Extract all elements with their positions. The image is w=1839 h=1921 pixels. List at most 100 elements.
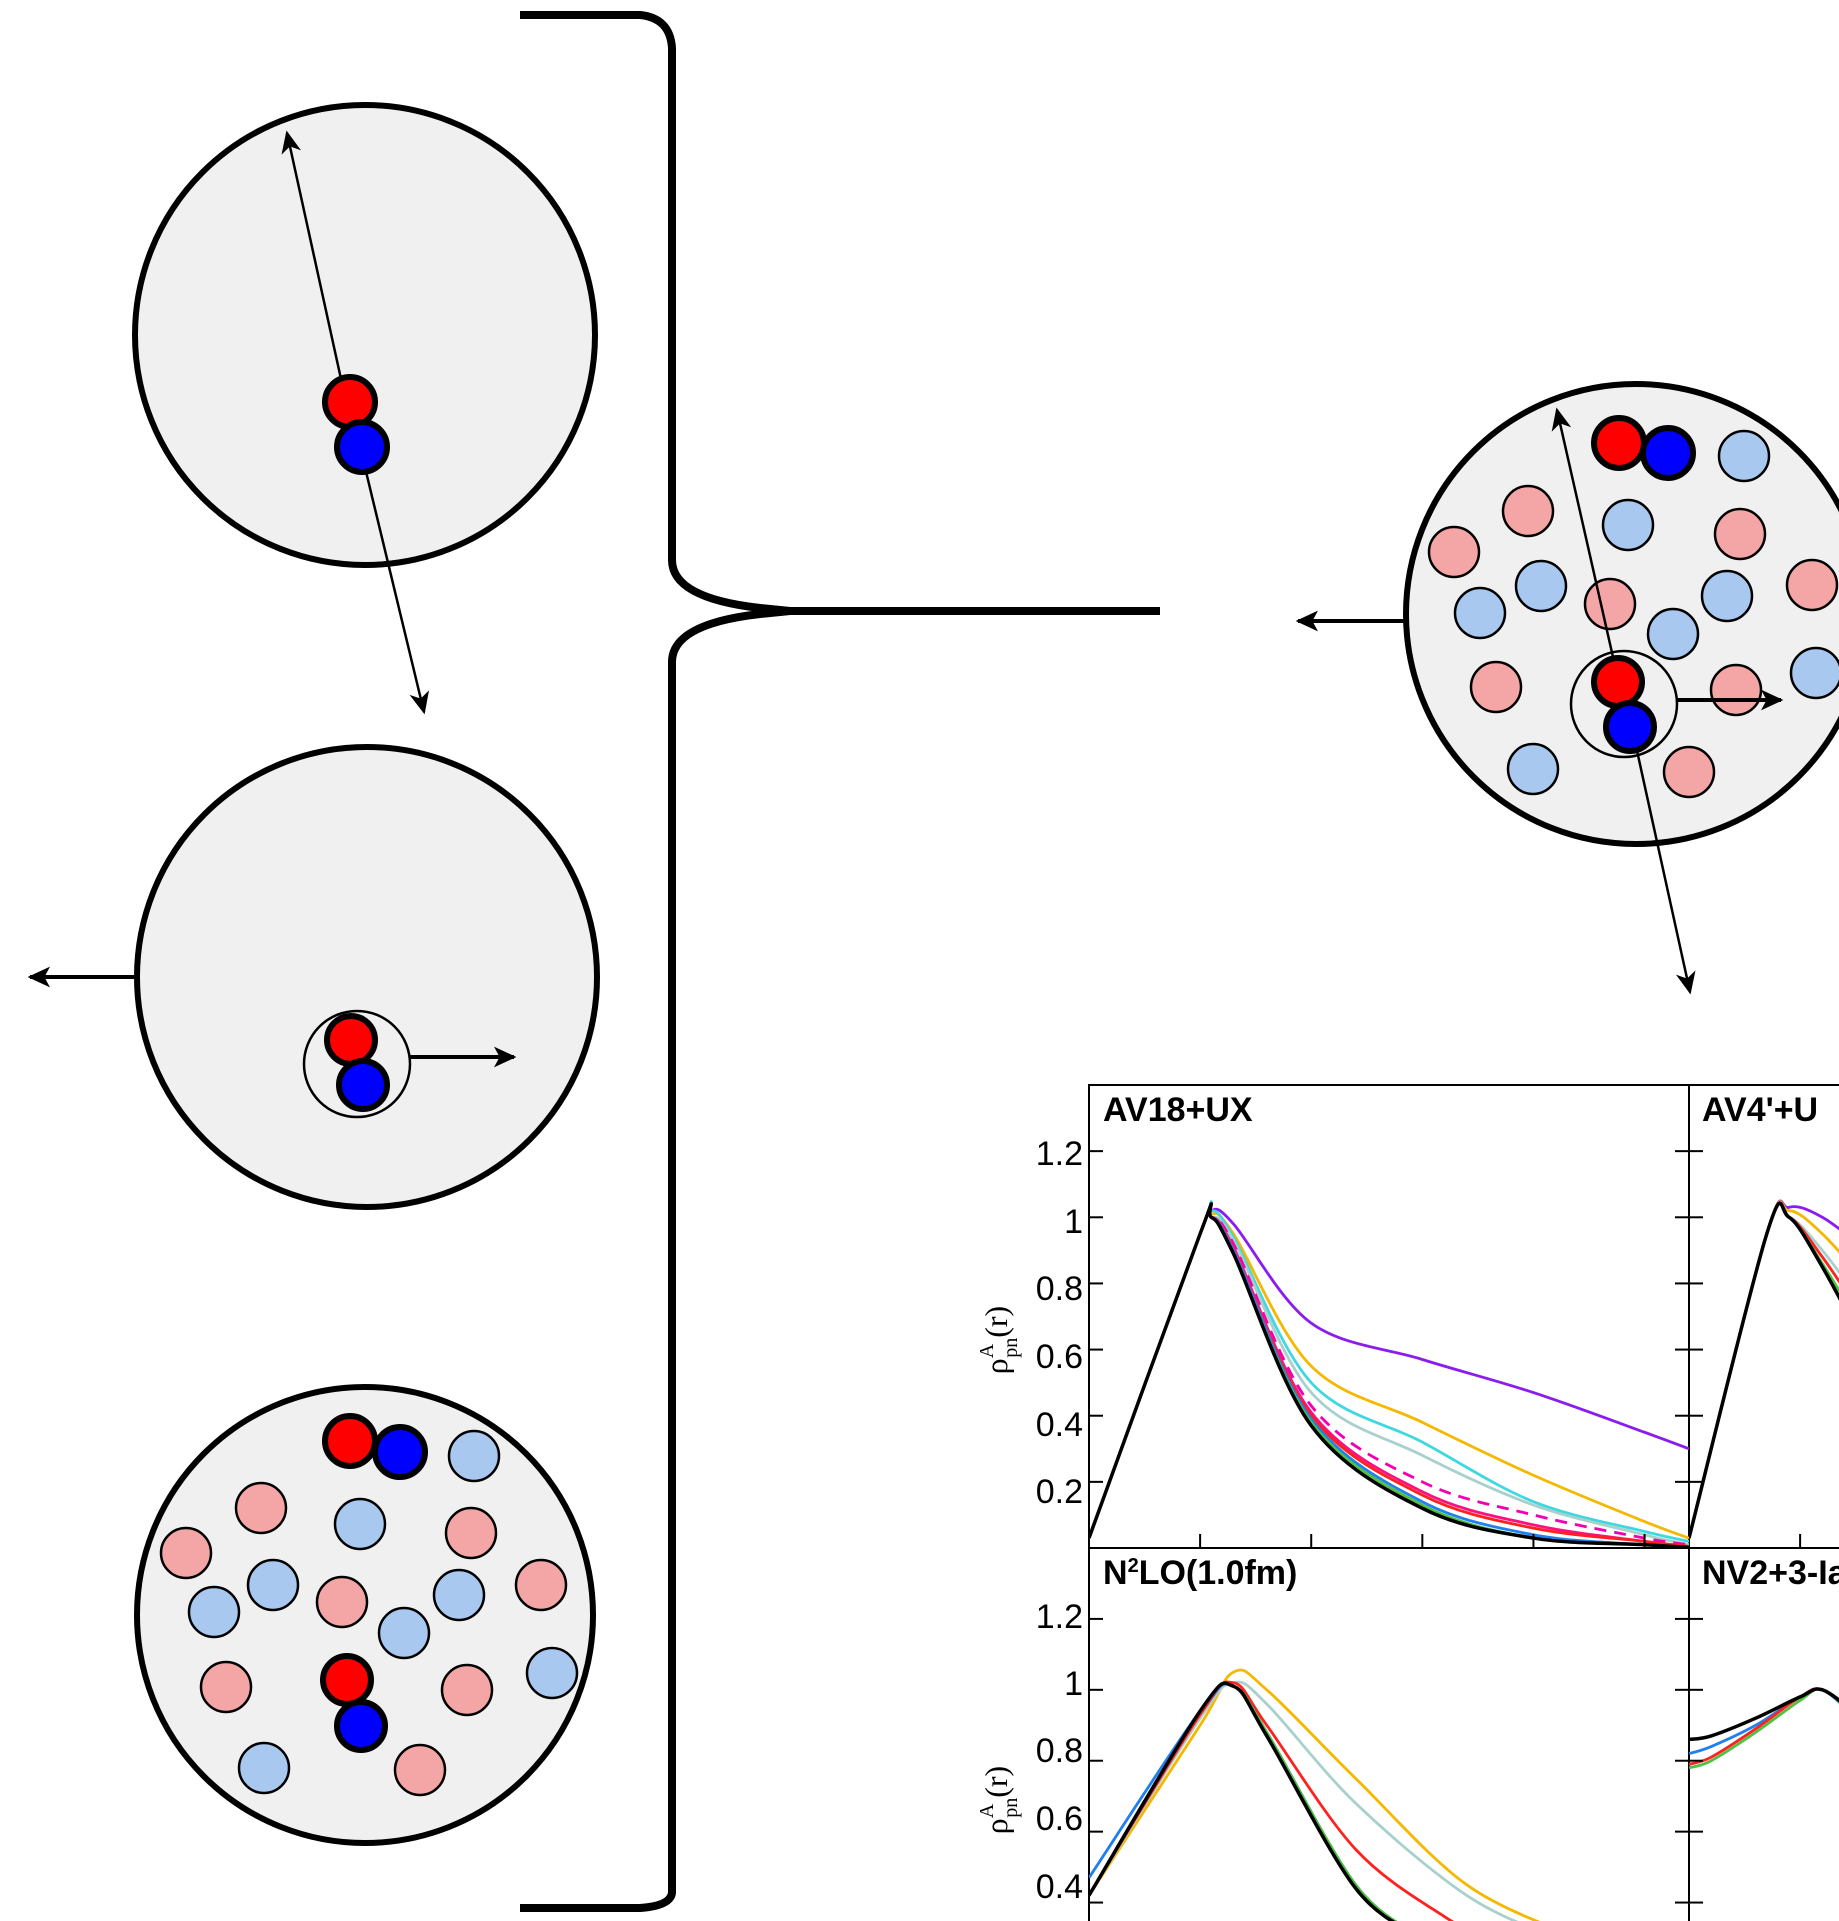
proton — [322, 374, 378, 430]
faded-proton — [1662, 745, 1716, 799]
faded-nucleons — [1427, 429, 1839, 799]
faded-proton — [199, 1660, 253, 1714]
faded-neutron — [525, 1646, 579, 1700]
faded-proton — [393, 1743, 447, 1797]
nucleus-pair-recoil — [27, 744, 600, 1210]
density-curve — [1689, 1687, 1839, 1770]
curly-brace — [520, 11, 1160, 1912]
neutron — [1603, 700, 1657, 754]
faded-neutron — [1453, 586, 1507, 640]
proton — [324, 1013, 378, 1067]
ytick-label: 0.2 — [1036, 1473, 1083, 1511]
faded-neutron — [187, 1585, 241, 1639]
density-curve — [1689, 1199, 1839, 1539]
proton — [1591, 655, 1645, 709]
faded-proton — [315, 1575, 369, 1629]
neutron — [336, 1058, 390, 1112]
faded-proton — [1713, 507, 1767, 561]
faded-neutron — [333, 1497, 387, 1551]
panel-title-n2lo: N2LO(1.0fm) — [1103, 1554, 1297, 1592]
faded-neutron — [246, 1558, 300, 1612]
panel-title-av4u: AV4'+U — [1702, 1091, 1818, 1129]
faded-proton — [514, 1558, 568, 1612]
neutron — [1640, 425, 1696, 481]
faded-neutron — [1789, 646, 1839, 700]
ytick-label: 0.4 — [1036, 1868, 1083, 1906]
density-chart-grid: AV18+UX AV4'+U N2LO(1.0fm) NV2+3-Ia 1.2 … — [976, 1084, 1839, 1921]
faded-proton — [440, 1663, 494, 1717]
faded-neutron — [377, 1606, 431, 1660]
faded-proton — [234, 1481, 288, 1535]
neutron — [334, 1699, 388, 1753]
faded-neutron — [1514, 559, 1568, 613]
density-curve — [1689, 1201, 1839, 1539]
momentum-arrow-down — [360, 454, 430, 715]
faded-neutron — [1700, 569, 1754, 623]
panel-title-nv2: NV2+3-Ia — [1702, 1554, 1839, 1592]
pair-cm-circle — [302, 1009, 412, 1119]
ytick-label: 1 — [1064, 1203, 1083, 1241]
ytick-label: 0.8 — [1036, 1270, 1083, 1308]
momentum-arrow-up — [281, 130, 352, 421]
panel-frame-av4u — [1688, 1084, 1839, 1549]
panel-curves — [1689, 1687, 1839, 1770]
density-curve — [1089, 1202, 1689, 1548]
faded-proton — [1785, 558, 1839, 612]
faded-nucleons — [159, 1429, 579, 1797]
faded-neutron — [237, 1741, 291, 1795]
density-curve — [1089, 1202, 1689, 1548]
nucleus-combined — [1295, 381, 1839, 995]
neutron — [372, 1424, 428, 1480]
density-curve — [1689, 1687, 1839, 1742]
nucleus-manybody — [134, 1384, 596, 1846]
proton — [320, 1653, 374, 1707]
neutron — [334, 419, 390, 475]
ytick-label: 1.2 — [1036, 1598, 1083, 1636]
ytick-label: 0.6 — [1036, 1800, 1083, 1838]
faded-proton — [1427, 525, 1481, 579]
pair-cm-circle — [1569, 649, 1679, 759]
ytick-label: 0.6 — [1036, 1338, 1083, 1376]
faded-neutron — [1717, 429, 1771, 483]
proton — [322, 1413, 378, 1469]
ytick-label: 1 — [1064, 1665, 1083, 1703]
density-curve — [1089, 1681, 1396, 1921]
faded-neutron — [447, 1429, 501, 1483]
nucleus-circle — [132, 102, 598, 568]
faded-proton — [444, 1506, 498, 1560]
faded-proton — [1469, 660, 1523, 714]
faded-proton — [1583, 577, 1637, 631]
faded-neutron — [1506, 742, 1560, 796]
chart-curves — [1089, 1199, 1839, 1921]
density-curve — [1089, 1202, 1689, 1548]
ytick-label: 0.4 — [1036, 1406, 1083, 1444]
density-curve — [1089, 1203, 1689, 1547]
nucleus-pair-backtoback — [132, 102, 598, 715]
density-curve — [1089, 1202, 1689, 1548]
panel-frame-nv2 — [1688, 1547, 1839, 1921]
faded-proton — [159, 1526, 213, 1580]
panel-curves — [1089, 1200, 1689, 1548]
momentum-arrow-down — [1630, 727, 1696, 995]
faded-proton — [1709, 663, 1763, 717]
faded-neutron — [432, 1568, 486, 1622]
momentum-arrow-up — [1551, 407, 1622, 689]
faded-neutron — [1646, 607, 1700, 661]
panel-frame-n2lo — [1088, 1547, 1690, 1921]
density-curve — [1089, 1202, 1689, 1548]
panel-curves — [1089, 1668, 1540, 1921]
density-curve — [1689, 1687, 1839, 1755]
density-curve — [1089, 1668, 1540, 1921]
nucleus-circle — [134, 744, 600, 1210]
faded-proton — [1501, 484, 1555, 538]
ytick-label: 0.8 — [1036, 1732, 1083, 1770]
faded-neutron — [1601, 498, 1655, 552]
density-curve — [1089, 1680, 1519, 1921]
panel-title-av18ux: AV18+UX — [1103, 1091, 1253, 1129]
ytick-label: 1.2 — [1036, 1135, 1083, 1173]
